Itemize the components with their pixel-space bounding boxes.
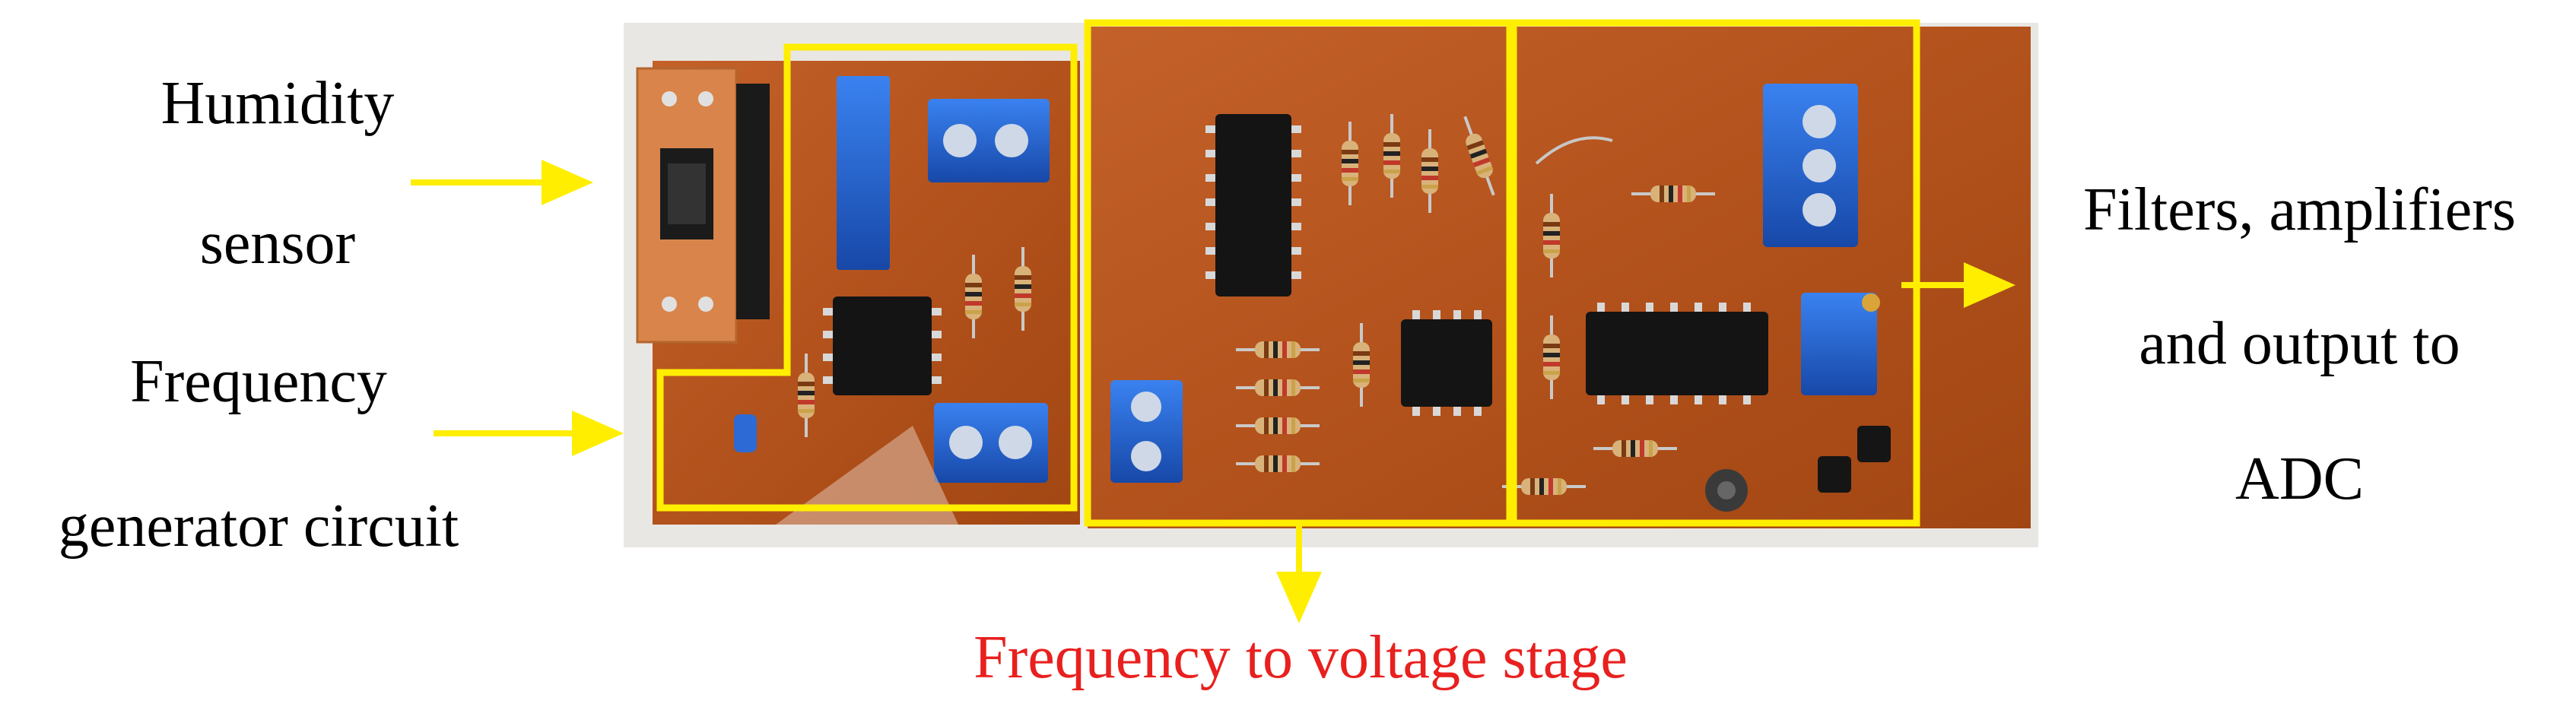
main-pcb <box>1088 27 2031 528</box>
f2v-outline <box>1084 19 1514 527</box>
generator-label-line2: generator circuit <box>58 493 459 560</box>
filters-label-line2: and output to <box>2139 310 2460 377</box>
f2v-label: Frequency to voltage stage <box>974 624 1628 691</box>
terminal-block <box>934 403 1048 483</box>
terminal-block <box>1801 293 1877 395</box>
terminal-block <box>1110 380 1183 483</box>
filters-label-line3: ADC <box>2235 446 2364 512</box>
generator-outline <box>656 43 1078 512</box>
arrows <box>411 160 2015 623</box>
ic-chip <box>1586 312 1768 395</box>
ic-chip <box>833 296 932 395</box>
left-pcb <box>636 61 1080 525</box>
terminal-block <box>928 99 1050 182</box>
ic-chip <box>1401 319 1492 407</box>
humidity-label-line1: Humidity <box>160 70 395 137</box>
humidity-label-line2: sensor <box>199 210 356 277</box>
generator-label-line1: Frequency <box>130 348 387 415</box>
arrow-generator-icon <box>572 411 624 456</box>
filters-label-line1: Filters, amplifiers <box>2083 176 2516 243</box>
ic-chip <box>1215 114 1291 296</box>
highlight-boxes <box>656 19 1920 527</box>
arrow-humidity-icon <box>542 160 593 205</box>
filters-outline <box>1510 19 1920 527</box>
arrow-f2v-icon <box>1276 572 1322 623</box>
arrow-filters-icon <box>1964 262 2015 308</box>
